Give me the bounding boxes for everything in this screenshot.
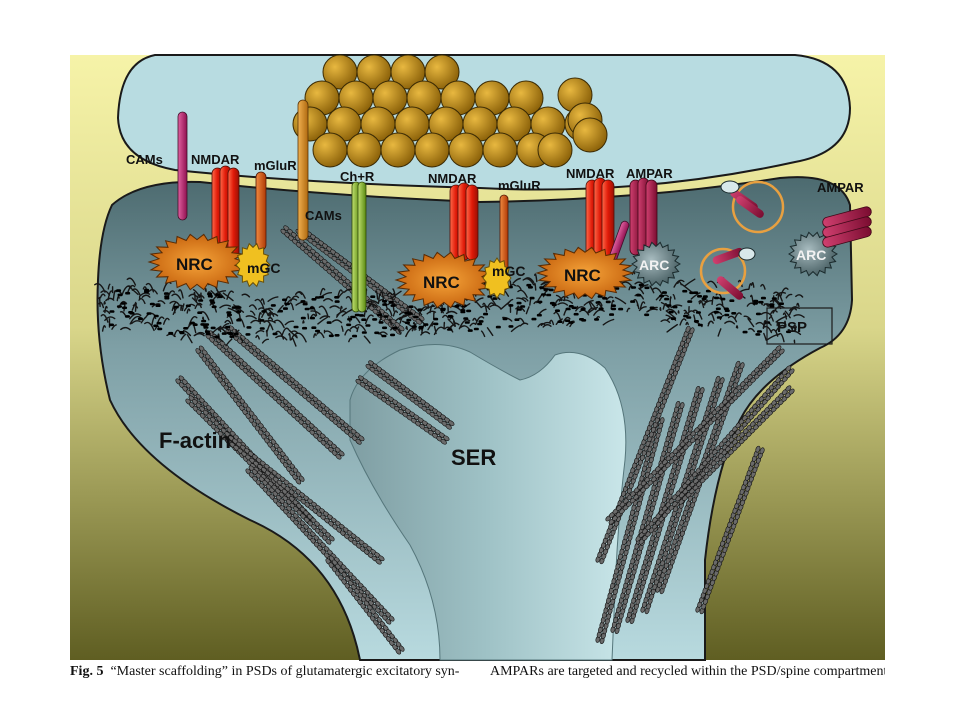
caption-right-text: AMPARs are targeted and recycled within … bbox=[490, 664, 885, 679]
label-nmdar-1: NMDAR bbox=[191, 152, 240, 167]
synaptic-vesicle bbox=[572, 117, 608, 153]
label-chr: Ch+R bbox=[340, 169, 375, 184]
label-cams-mid: CAMs bbox=[305, 208, 342, 223]
nmdar-receptor-2 bbox=[449, 182, 479, 261]
figure-caption-right: AMPARs are targeted and recycled within … bbox=[490, 663, 885, 681]
cams-receptor-mid bbox=[297, 99, 309, 241]
cams-receptor-left bbox=[177, 111, 188, 221]
label-ampar-2: AMPAR bbox=[817, 180, 864, 195]
figure-caption-left: Fig. 5 “Master scaffolding” in PSDs of g… bbox=[70, 663, 470, 681]
mgc-complex-2 bbox=[482, 257, 512, 299]
caption-left-text: “Master scaffolding” in PSDs of glutamat… bbox=[110, 664, 460, 679]
psp-box bbox=[766, 307, 833, 345]
synaptic-vesicle bbox=[448, 132, 484, 168]
label-mglur-2: mGluR bbox=[498, 178, 541, 193]
psd-scaffold-mesh bbox=[94, 268, 805, 347]
synaptic-vesicle bbox=[380, 132, 416, 168]
ampar-receptor-2 bbox=[822, 206, 872, 248]
nmdar-receptor-3 bbox=[585, 177, 615, 261]
label-ampar-1: AMPAR bbox=[626, 166, 673, 181]
synaptic-vesicle bbox=[414, 132, 450, 168]
label-mglur-1: mGluR bbox=[254, 158, 297, 173]
chr-receptor bbox=[351, 181, 367, 313]
label-nrc-1: NRC bbox=[176, 255, 213, 274]
label-arc-2: ARC bbox=[796, 247, 826, 263]
label-ser: SER bbox=[451, 445, 496, 470]
synaptic-vesicle bbox=[346, 132, 382, 168]
label-arc-1: ARC bbox=[639, 257, 669, 273]
synaptic-vesicle bbox=[482, 132, 518, 168]
label-mgc-1: mGC bbox=[247, 260, 280, 276]
label-nmdar-3: NMDAR bbox=[566, 166, 615, 181]
mglur-receptor-1 bbox=[255, 171, 267, 251]
nmdar-receptor-1 bbox=[211, 165, 240, 259]
synaptic-vesicle bbox=[537, 132, 573, 168]
nrc-complex-3 bbox=[535, 246, 635, 300]
label-nrc-2: NRC bbox=[423, 273, 460, 292]
arc-complex-1 bbox=[631, 241, 681, 287]
synaptic-vesicle bbox=[312, 132, 348, 168]
ampar-recycling-vesicle-2 bbox=[699, 247, 756, 300]
synaptic-vesicle-cluster bbox=[292, 54, 608, 168]
label-f-actin: F-actin bbox=[159, 428, 231, 453]
nrc-complex-1 bbox=[147, 233, 247, 291]
nrc-complex-2 bbox=[394, 251, 494, 309]
ampar-recycling-vesicle-1 bbox=[720, 180, 785, 234]
label-psp: PSP bbox=[777, 319, 807, 336]
label-nrc-3: NRC bbox=[564, 266, 601, 285]
synaptic-vesicle bbox=[424, 54, 460, 90]
label-cams-left: CAMs bbox=[126, 152, 163, 167]
label-mgc-2: mGC bbox=[492, 263, 525, 279]
figure-number: Fig. 5 bbox=[70, 664, 104, 679]
mgc-complex-1 bbox=[235, 242, 271, 288]
label-nmdar-2: NMDAR bbox=[428, 171, 477, 186]
